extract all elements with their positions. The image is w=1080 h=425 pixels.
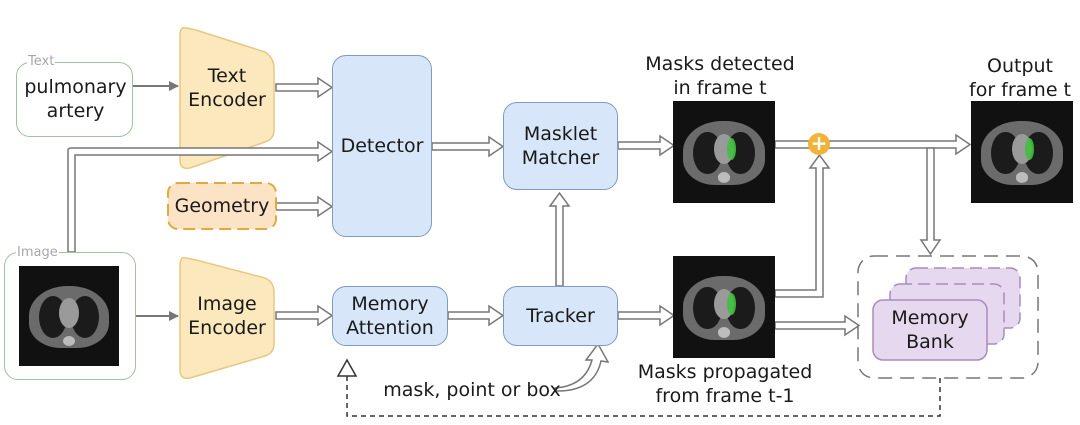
propagated-to-memory-bank-arrow	[774, 314, 861, 337]
detector-to-matcher-arrow	[431, 135, 505, 158]
geometry-label: Geometry	[174, 195, 270, 217]
output-to-memory-bank-arrow	[919, 147, 942, 256]
text-input-box[interactable]: pulmonary artery	[16, 62, 133, 137]
memory-bank-container	[857, 255, 1039, 379]
detector-label: Detector	[340, 135, 424, 157]
tracker-box: Tracker	[503, 286, 618, 346]
memory-attention-line1: Memory	[351, 293, 429, 315]
memory-bank-line1: Memory	[891, 307, 969, 329]
masklet-matcher-box: Masklet Matcher	[503, 102, 618, 190]
masks-propagated-line1: Masks propagated	[637, 361, 813, 383]
text-encoder-shape	[179, 26, 275, 170]
text-encoder-line1: Text	[207, 65, 247, 87]
masks-detected-line2: in frame t	[673, 77, 767, 99]
image-to-detector-arrow	[67, 140, 334, 253]
geometry-box	[167, 182, 277, 230]
image-encoder-line1: Image	[197, 293, 257, 315]
tracker-to-propagated-arrow	[617, 304, 676, 327]
masks-propagated-image	[673, 256, 775, 358]
text-encoder-line2: Encoder	[188, 89, 266, 111]
text-encoder-to-detector-arrow	[275, 76, 334, 99]
masks-propagated-line2: from frame t-1	[655, 385, 795, 407]
matcher-to-detected-arrow	[617, 134, 676, 157]
propagated-to-combine-arrow	[774, 153, 831, 298]
memory-feedback-line	[346, 376, 941, 417]
tracker-to-matcher-arrow	[548, 191, 571, 287]
memory-attention-box: Memory Attention	[332, 286, 448, 346]
masklet-matcher-line1: Masklet	[523, 123, 598, 145]
text-input-line2: artery	[46, 100, 105, 122]
input-ct-image	[19, 266, 119, 366]
prompt-label: mask, point or box	[383, 379, 561, 401]
image-encoder-line2: Encoder	[188, 317, 266, 339]
image-input-tag: Image	[16, 245, 59, 260]
memory-card-front	[872, 299, 988, 361]
combine-icon: +	[808, 133, 830, 155]
combine-to-output-arrow	[774, 133, 972, 156]
masks-detected-image	[673, 101, 775, 203]
text-input-line1: pulmonary	[24, 76, 127, 98]
memory-attention-line2: Attention	[346, 317, 434, 339]
image-encoder: Image Encoder	[180, 292, 274, 340]
tracker-label: Tracker	[526, 305, 595, 327]
output-caption: Output for frame t	[960, 54, 1080, 102]
memory-bank-line2: Bank	[906, 331, 954, 353]
memory-bank-label: Memory Bank	[873, 306, 987, 354]
text-input-tag: Text	[27, 54, 56, 69]
image-encoder-to-memory-attention-arrow	[275, 304, 334, 327]
detector-box: Detector	[332, 55, 432, 237]
image-encoder-shape	[179, 256, 275, 380]
text-encoder: Text Encoder	[180, 64, 274, 112]
masks-propagated-caption: Masks propagated from frame t-1	[630, 360, 820, 408]
memory-attention-to-tracker-arrow	[447, 304, 505, 327]
output-line1: Output	[987, 55, 1053, 77]
output-image	[971, 101, 1073, 203]
prompt-to-tracker-arrow	[554, 342, 610, 392]
output-line2: for frame t	[969, 79, 1071, 101]
masks-detected-line1: Masks detected	[645, 53, 795, 75]
masklet-matcher-line2: Matcher	[521, 147, 600, 169]
masks-detected-caption: Masks detected in frame t	[640, 52, 800, 100]
memory-feedback-arrowhead	[336, 358, 358, 377]
geometry-to-detector-arrow	[275, 195, 334, 218]
image-input-box[interactable]	[4, 252, 136, 380]
